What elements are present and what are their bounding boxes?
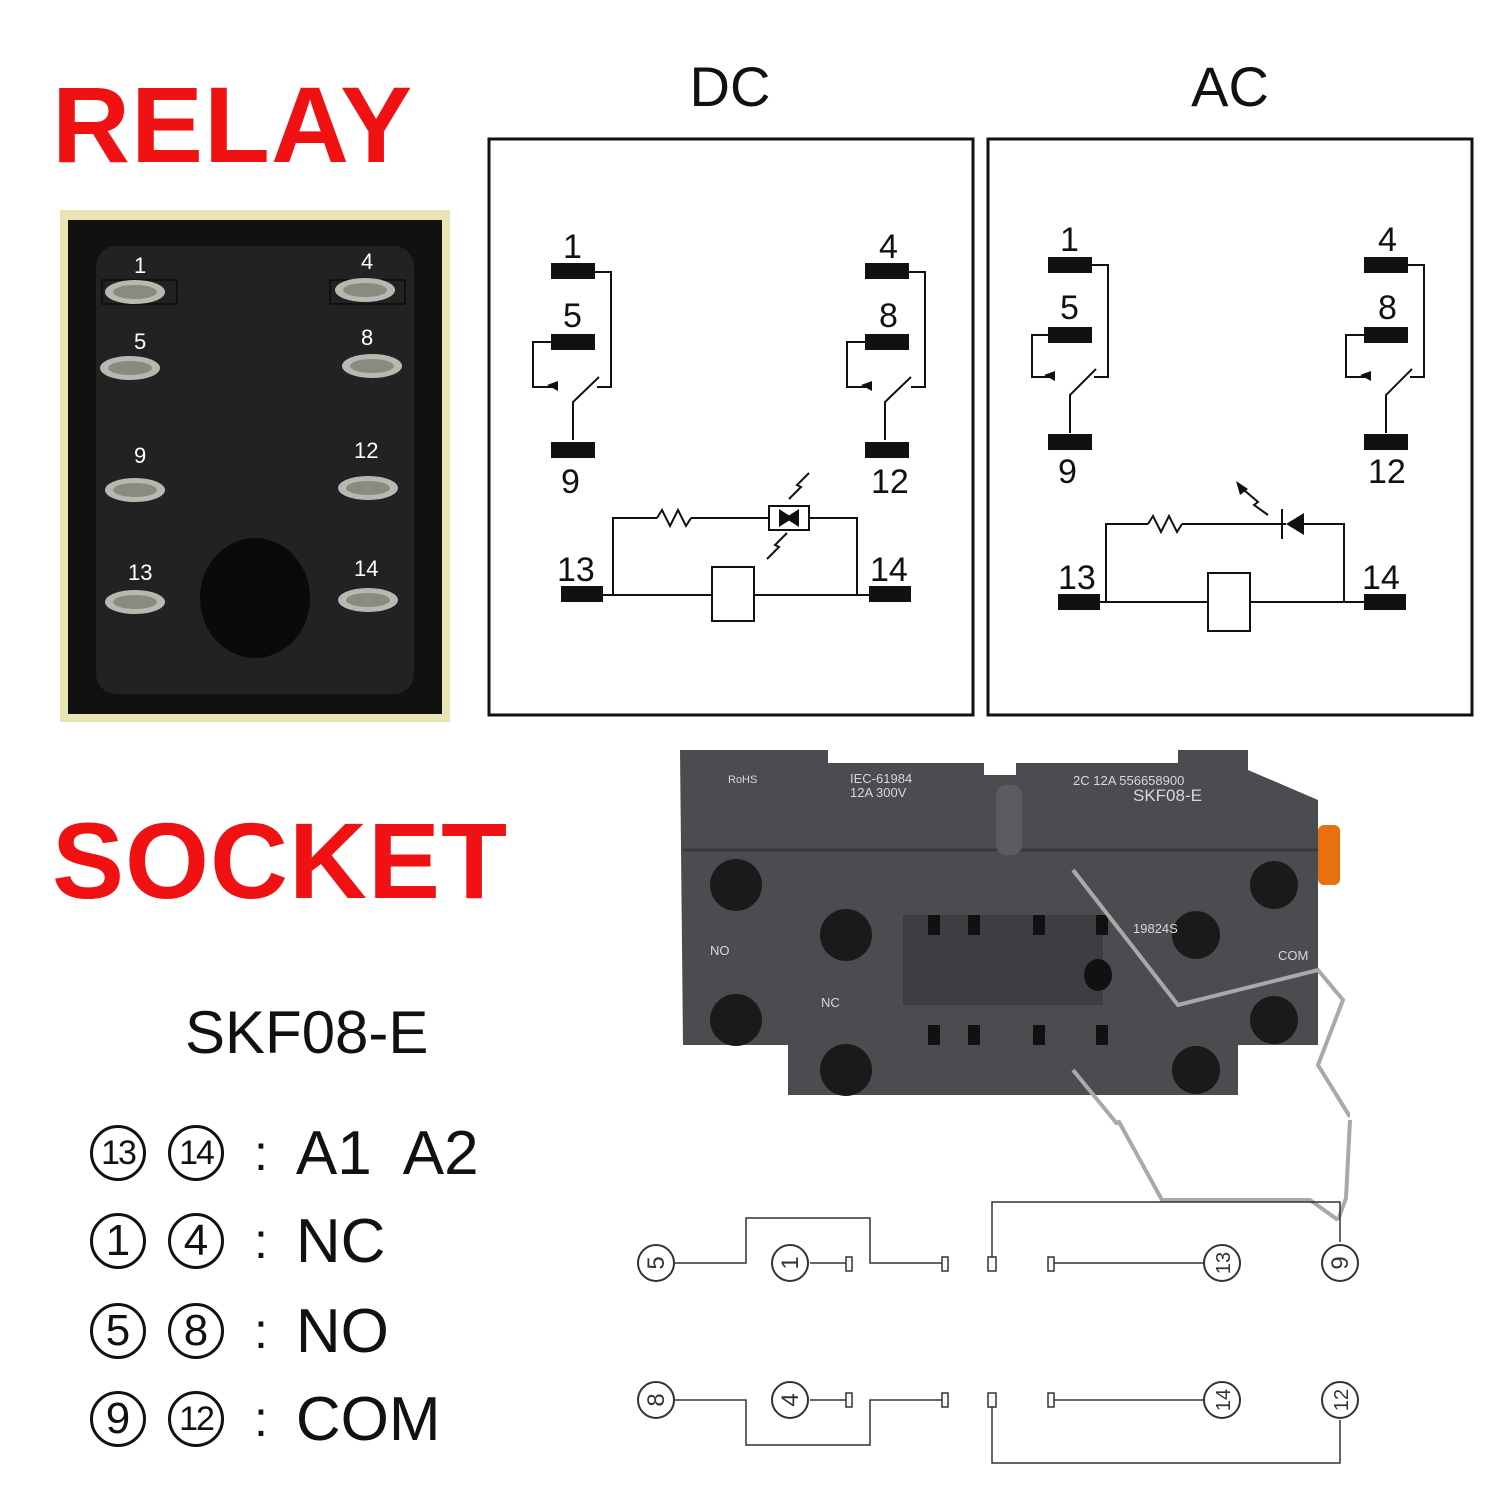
socket-com-text: COM <box>1278 948 1308 963</box>
relay-pin-label: 4 <box>361 249 373 274</box>
socket-model-text: SKF08-E <box>1133 786 1202 805</box>
relay-pin <box>105 590 165 614</box>
ac-pin-label: 5 <box>1060 289 1079 327</box>
relay-pin <box>100 356 160 380</box>
socket-model-label: SKF08-E <box>185 999 429 1066</box>
dc-pin-label: 9 <box>561 463 580 501</box>
pin-badge: 5 <box>90 1303 146 1359</box>
socket-screw <box>1250 861 1298 909</box>
socket-standard-text: IEC-61984 <box>850 771 912 786</box>
legend-meaning: COM <box>295 1384 441 1454</box>
ac-diagram-title: AC <box>1191 55 1269 118</box>
ac-pin-label: 8 <box>1378 289 1397 327</box>
socket-screw <box>1250 996 1298 1044</box>
socket-rohs-text: RoHS <box>728 774 757 786</box>
socket-pin-label: 5 <box>643 1256 670 1269</box>
legend-meaning: A1 A2 <box>295 1118 479 1188</box>
pin-badge: 12 <box>168 1391 224 1447</box>
dc-pin-label: 14 <box>870 551 908 589</box>
dc-diagram-title: DC <box>689 55 771 118</box>
legend-colon: : <box>254 1125 268 1181</box>
legend-row-coil: 13 14 : A1 A2 <box>90 1118 479 1188</box>
dc-pin-label: 1 <box>563 228 582 266</box>
socket-screw <box>710 994 762 1046</box>
socket-wiring-diagram: 5 1 13 9 8 4 14 12 <box>637 1201 1359 1464</box>
socket-no-text: NO <box>710 943 730 958</box>
relay-pin-label: 5 <box>134 329 146 354</box>
relay-pin-label: 8 <box>361 325 373 350</box>
socket-pin-label: 9 <box>1327 1256 1354 1269</box>
retaining-clip <box>1071 868 1350 1119</box>
legend-row-com: 9 12 : COM <box>90 1384 441 1454</box>
dc-pin-label: 12 <box>871 463 909 501</box>
relay-nub <box>200 538 310 658</box>
pin-badge: 13 <box>90 1125 146 1181</box>
dc-pin-label: 8 <box>879 297 898 335</box>
pin-badge: 14 <box>168 1125 224 1181</box>
ac-pin-label: 12 <box>1368 453 1406 491</box>
socket-screw <box>1172 1046 1220 1094</box>
pin-badge: 1 <box>90 1213 146 1269</box>
relay-pin-label: 9 <box>134 443 146 468</box>
socket-cert-rating-text: 12A 300V <box>850 785 907 800</box>
socket-pin-label: 12 <box>1331 1389 1353 1411</box>
socket-rating-text: 2C 12A 556658900 <box>1073 773 1184 788</box>
dc-pin-label: 5 <box>563 297 582 335</box>
legend-colon: : <box>254 1213 268 1269</box>
ac-schematic: 1 5 9 4 8 12 13 14 <box>986 137 1474 717</box>
socket-screw <box>710 859 762 911</box>
ac-pin-label: 13 <box>1058 559 1096 597</box>
ac-pin-label: 9 <box>1058 453 1077 491</box>
pin-badge: 4 <box>168 1213 224 1269</box>
socket-pin-label: 4 <box>777 1393 804 1406</box>
socket-screw <box>1172 911 1220 959</box>
legend-meaning: NO <box>295 1296 389 1366</box>
socket-screw <box>820 909 872 961</box>
relay-pin <box>338 588 398 612</box>
legend-colon: : <box>254 1303 268 1359</box>
relay-pin <box>335 278 395 302</box>
legend-row-no: 5 8 : NO <box>90 1296 389 1366</box>
socket-heading: SOCKET <box>52 800 509 921</box>
legend-colon: : <box>254 1391 268 1447</box>
ac-pin-label: 4 <box>1378 221 1397 259</box>
relay-pin <box>105 280 165 304</box>
socket-pin-label: 14 <box>1213 1389 1235 1411</box>
relay-pin <box>342 354 402 378</box>
relay-pin-label: 14 <box>354 556 378 581</box>
relay-pin-label: 1 <box>134 253 146 278</box>
socket-pin-label: 8 <box>643 1393 670 1406</box>
socket-code-text: 19824S <box>1133 921 1178 936</box>
pin-badge: 9 <box>90 1391 146 1447</box>
relay-pin <box>338 476 398 500</box>
relay-pin <box>105 478 165 502</box>
relay-bottom-view: 1 4 5 8 9 12 13 14 <box>60 210 450 722</box>
legend-row-nc: 1 4 : NC <box>90 1206 385 1276</box>
relay-heading: RELAY <box>52 64 414 185</box>
ac-pin-label: 1 <box>1060 221 1079 259</box>
pin-badge: 8 <box>168 1303 224 1359</box>
dc-pin-label: 13 <box>557 551 595 589</box>
relay-pin-group <box>100 278 406 614</box>
socket-screw <box>820 1044 872 1096</box>
legend-meaning: NC <box>295 1206 386 1276</box>
socket-photo: SKF08-E 2C 12A 556658900 12A 300V IEC-61… <box>680 750 1350 1125</box>
relay-pin-label: 13 <box>128 560 152 585</box>
dc-schematic: 1 5 9 4 8 12 13 14 <box>487 137 975 717</box>
relay-pin-label: 12 <box>354 438 378 463</box>
socket-pin-label: 13 <box>1213 1252 1235 1274</box>
socket-pin-label: 1 <box>777 1256 804 1269</box>
ac-pin-label: 14 <box>1362 559 1400 597</box>
socket-nc-text: NC <box>821 995 840 1010</box>
dc-pin-label: 4 <box>879 228 898 266</box>
